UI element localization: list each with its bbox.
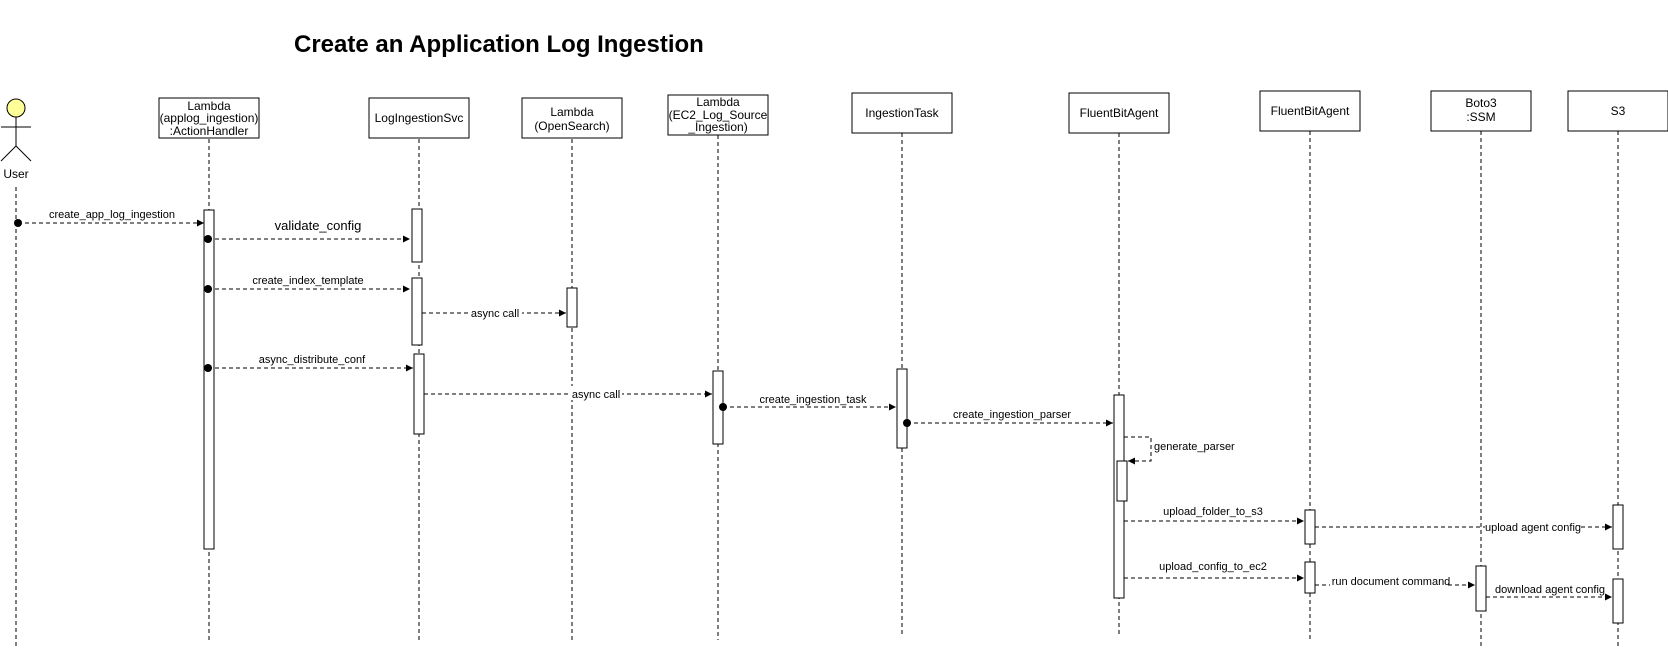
participant-svc: LogIngestionSvc [368, 97, 470, 139]
participant-fb1: FluentBitAgent [1068, 92, 1170, 134]
message-label: async call [471, 308, 519, 320]
actor-leg-left [0, 145, 17, 162]
participant-box [851, 92, 953, 134]
participant-box [1567, 90, 1668, 132]
message-create-ingestion-parser: create_ingestion_parser [903, 409, 1113, 427]
actor-label: User [3, 167, 28, 181]
participant-handler: Lambda (applog_ingestion) :ActionHandler [158, 97, 260, 139]
participant-label-line: :SSM [1466, 110, 1495, 124]
message-label: validate_config [275, 218, 362, 233]
message-label-bg [468, 305, 522, 319]
message-label-bg [1330, 574, 1448, 588]
participant-label-line: Lambda [696, 95, 740, 109]
message-label: create_ingestion_parser [953, 409, 1071, 421]
activation-svc-2 [411, 277, 423, 346]
message-upload-config-to-ec2: upload_config_to_ec2 [1124, 561, 1304, 582]
participant-label-line: (applog_ingestion) [160, 111, 259, 125]
participant-label-line: FluentBitAgent [1271, 104, 1350, 118]
participants: Lambda (applog_ingestion) :ActionHandler… [158, 90, 1668, 139]
message-async-call-ec2: async call [424, 386, 712, 401]
participant-label-line: LogIngestionSvc [375, 111, 464, 125]
participant-s3: S3 [1567, 90, 1668, 132]
diagram-title: Create an Application Log Ingestion [294, 31, 704, 58]
activation-handler [203, 209, 215, 550]
participant-opensearch: Lambda (OpenSearch) [521, 97, 623, 139]
participant-box [158, 97, 260, 139]
message-validate-config: validate_config [204, 218, 410, 243]
message-label: create_ingestion_task [759, 394, 867, 406]
activation-s3-1 [1612, 504, 1624, 550]
message-run-document-command: run document command [1315, 574, 1475, 589]
activation-svc-3 [413, 353, 425, 435]
message-label: run document command [1332, 576, 1451, 588]
actor-leg-right [15, 145, 32, 162]
actor-user: User [0, 98, 32, 181]
message-label: upload_config_to_ec2 [1159, 561, 1267, 573]
participant-label-line: Lambda [550, 105, 594, 119]
participant-box [368, 97, 470, 139]
activation-fb2-2 [1304, 561, 1316, 594]
message-label: upload_folder_to_s3 [1163, 506, 1263, 518]
message-upload-agent-config: upload agent config [1315, 519, 1612, 534]
activation-ssm [1475, 565, 1487, 612]
message-label-bg [1485, 519, 1581, 533]
activations [203, 208, 1624, 624]
participant-fb2: FluentBitAgent [1259, 90, 1361, 132]
messages: create_app_log_ingestion validate_config… [14, 209, 1612, 601]
message-arrow [1124, 436, 1152, 465]
activation-s3-2 [1612, 578, 1624, 624]
participant-box [1068, 92, 1170, 134]
message-label: download agent config [1495, 584, 1605, 596]
participant-ec2: Lambda (EC2_Log_Source _Ingestion) [667, 94, 769, 136]
message-label: upload agent config [1485, 522, 1581, 534]
participant-task: IngestionTask [851, 92, 953, 134]
message-create-app-log-ingestion: create_app_log_ingestion [14, 209, 204, 227]
participant-box [1430, 90, 1532, 132]
message-async-distribute-conf: async_distribute_conf [204, 354, 413, 372]
message-create-ingestion-task: create_ingestion_task [719, 394, 896, 411]
participant-label-line: (OpenSearch) [534, 119, 609, 133]
activation-svc-1 [411, 208, 423, 263]
participant-box [1259, 90, 1361, 132]
activation-fb2-1 [1304, 509, 1316, 545]
participant-label-line: S3 [1611, 104, 1626, 118]
message-download-agent-config: download agent config [1486, 584, 1612, 601]
participant-box [521, 97, 623, 139]
participant-box [667, 94, 769, 136]
message-label: create_index_template [252, 275, 363, 287]
actor-head [6, 98, 26, 118]
message-label: create_app_log_ingestion [49, 209, 175, 221]
participant-label-line: IngestionTask [865, 106, 939, 120]
participant-label-line: FluentBitAgent [1080, 106, 1159, 120]
message-async-call-opensearch: async call [422, 305, 566, 320]
message-generate-parser: generate_parser [1124, 436, 1235, 465]
activation-task [896, 368, 908, 449]
message-create-index-template: create_index_template [204, 275, 410, 293]
message-label-bg [570, 386, 622, 400]
participant-label-line: Lambda [187, 99, 231, 113]
lifelines [15, 131, 1619, 646]
message-upload-folder-to-s3: upload_folder_to_s3 [1124, 506, 1304, 525]
message-label: generate_parser [1154, 441, 1235, 453]
participant-label-line: :ActionHandler [170, 124, 249, 138]
message-label: async_distribute_conf [259, 354, 366, 366]
activation-opensearch [566, 287, 578, 328]
participant-label-line: Boto3 [1465, 96, 1497, 110]
participant-ssm: Boto3 :SSM [1430, 90, 1532, 132]
participant-label-line: _Ingestion) [687, 120, 747, 134]
message-label: async call [572, 389, 620, 401]
participant-label-line: (EC2_Log_Source [669, 108, 768, 122]
activation-fb1-inner [1116, 460, 1128, 502]
